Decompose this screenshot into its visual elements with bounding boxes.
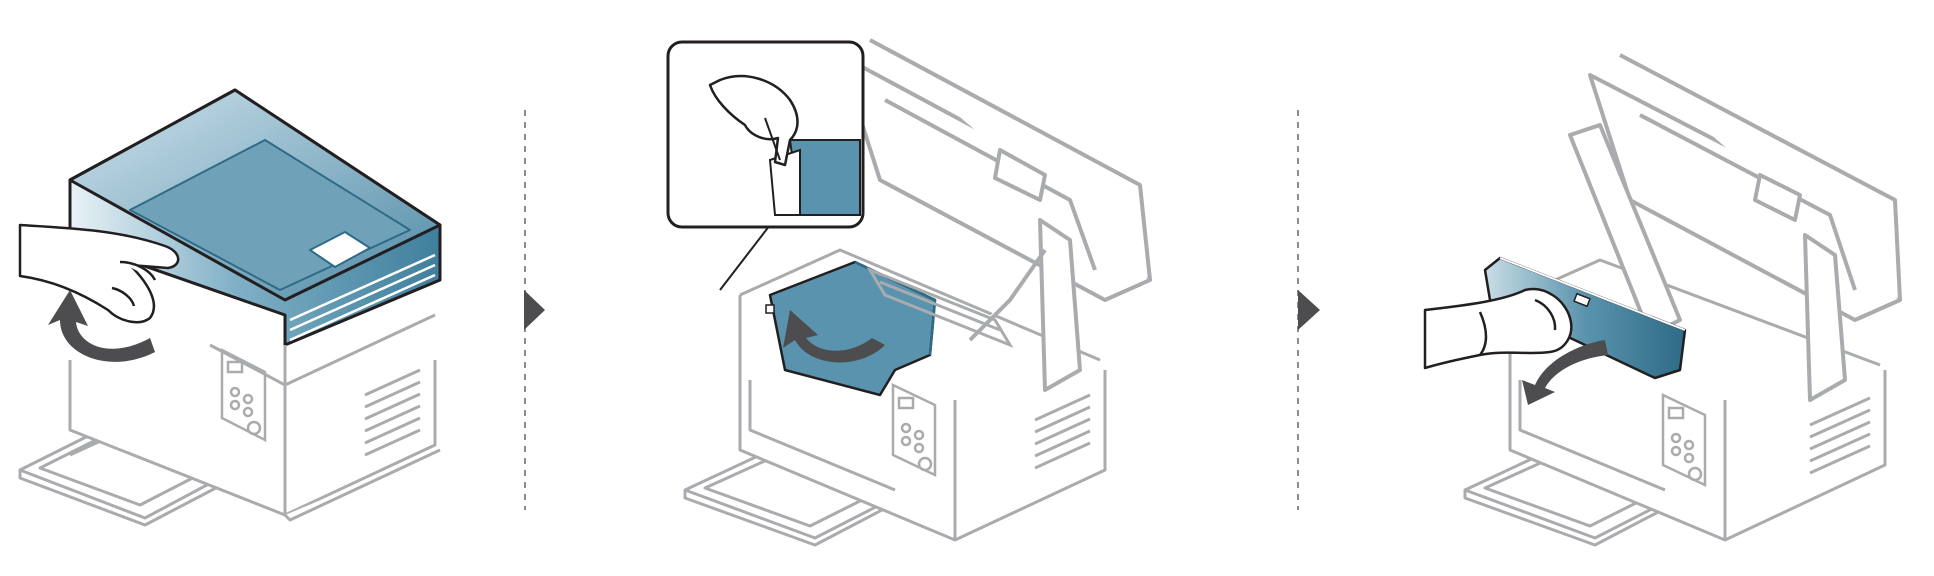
scanner-lid bbox=[68, 88, 442, 385]
step-2-illustration bbox=[666, 38, 1152, 547]
lift-arrow-icon bbox=[48, 290, 155, 362]
zoom-callout bbox=[666, 40, 865, 314]
control-panel bbox=[220, 347, 267, 443]
step-3-illustration bbox=[1423, 53, 1902, 547]
control-panel bbox=[1661, 393, 1707, 487]
hand-icon bbox=[1423, 287, 1573, 370]
step-1-illustration bbox=[18, 88, 442, 527]
control-panel bbox=[891, 383, 937, 477]
scanner-unit-raised bbox=[1568, 53, 1902, 402]
printer-body bbox=[1508, 258, 1887, 542]
open-arrow-icon bbox=[783, 310, 885, 363]
step-arrow-right-icon bbox=[1298, 290, 1320, 330]
step-arrow-right-icon bbox=[524, 290, 545, 330]
side-vents bbox=[1034, 393, 1091, 470]
fuser-area bbox=[866, 266, 1014, 349]
side-vents bbox=[1809, 396, 1871, 475]
remove-arrow-icon bbox=[1522, 340, 1608, 405]
side-vents bbox=[364, 368, 421, 457]
hand-icon bbox=[18, 223, 180, 324]
printer-body bbox=[68, 313, 441, 522]
